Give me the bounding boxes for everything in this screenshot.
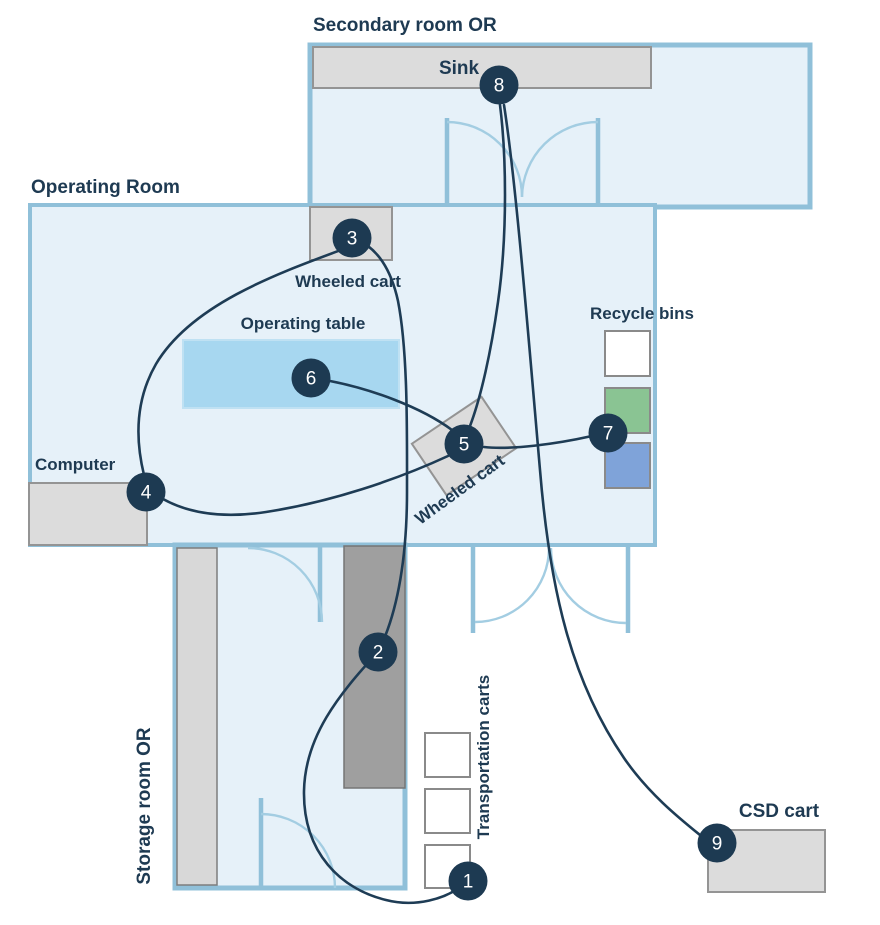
node-circle: [291, 358, 331, 398]
node-number: 7: [603, 424, 614, 445]
node-number: 4: [141, 483, 152, 504]
route-edge-1-2: [302, 650, 470, 905]
door-swing-arc: [474, 547, 551, 624]
route-edge-8-9: [502, 103, 702, 837]
route-node-8: 8: [479, 65, 519, 105]
route-edge-5-7: [482, 434, 594, 450]
label-recycle-bins: Recycle bins: [590, 304, 694, 323]
node-number: 6: [306, 369, 317, 390]
node-circle: [448, 861, 488, 901]
label-operating-room: Operating Room: [31, 177, 180, 198]
node-number: 2: [373, 643, 384, 664]
route-edge-5-8: [468, 103, 507, 428]
node-number: 1: [463, 872, 474, 893]
node-circle: [126, 472, 166, 512]
node-number: 8: [494, 76, 505, 97]
route-nodes: 1 2 3 4 5 6 7 8: [126, 65, 737, 901]
node-circle: [588, 413, 628, 453]
route-edge-5-6: [328, 379, 454, 432]
node-circle: [697, 823, 737, 863]
node-circle: [358, 632, 398, 672]
label-computer: Computer: [35, 455, 116, 474]
node-circle: [332, 218, 372, 258]
route-edge-2-3: [355, 238, 409, 654]
route-node-1: 1: [448, 861, 488, 901]
label-csd-cart: CSD cart: [739, 801, 820, 822]
label-sink: Sink: [439, 58, 480, 79]
route-node-2: 2: [358, 632, 398, 672]
route-node-5: 5: [444, 424, 484, 464]
route-edge-4-5: [161, 454, 450, 517]
label-secondary-room: Secondary room OR: [313, 15, 497, 36]
node-number: 9: [712, 834, 723, 855]
recycle-bin-white: [604, 330, 651, 377]
route-node-9: 9: [697, 823, 737, 863]
furniture: [28, 46, 826, 893]
route-edge-3-4: [137, 248, 343, 477]
label-wheeled-cart-top: Wheeled cart: [295, 272, 401, 291]
label-storage-room: Storage room OR: [134, 727, 155, 885]
door-swing-arc: [446, 120, 524, 198]
route-paths: [137, 103, 702, 905]
doors: [247, 118, 631, 889]
node-circle: [479, 65, 519, 105]
transportation-cart: [424, 788, 471, 834]
route-node-4: 4: [126, 472, 166, 512]
label-transportation-carts: Transportation carts: [474, 675, 493, 839]
node-number: 5: [459, 435, 470, 456]
route-node-7: 7: [588, 413, 628, 453]
operating-table: [182, 339, 400, 409]
route-node-6: 6: [291, 358, 331, 398]
door-swing-arc: [247, 546, 324, 623]
transportation-cart: [424, 732, 471, 778]
label-operating-table: Operating table: [241, 314, 366, 333]
door-swing-arc: [520, 120, 599, 198]
storage-shelf-light: [176, 547, 218, 886]
node-circle: [444, 424, 484, 464]
node-number: 3: [347, 229, 358, 250]
door-swing-arc: [260, 812, 337, 889]
route-node-3: 3: [332, 218, 372, 258]
